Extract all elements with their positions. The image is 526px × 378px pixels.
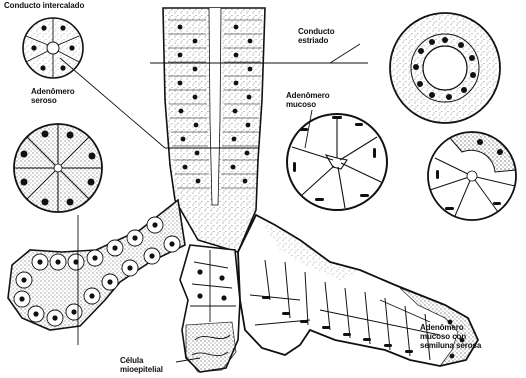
mixed-acinus-cross-section <box>428 132 516 220</box>
label-adenomero-seroso: Adenômero seroso <box>31 87 75 105</box>
intercalated-duct-cross-section <box>23 18 83 78</box>
mucous-acinus-cross-section <box>287 114 387 210</box>
left-branch-serous <box>8 200 185 345</box>
label-line: mioepitelial <box>120 365 163 374</box>
label-conducto-estriado: Conducto estriado <box>298 27 335 45</box>
label-line: Adenômero <box>286 91 330 100</box>
label-adenomero-mucoso: Adenômero mucoso <box>286 91 330 109</box>
label-line: estriado <box>298 36 335 45</box>
serous-acinus-cross-section <box>14 124 102 212</box>
label-celula-mioepitelial: Célula mioepitelial <box>120 356 163 374</box>
label-line: Conducto <box>298 27 335 36</box>
label-line: semiluna serosa <box>420 341 481 350</box>
label-line: Célula <box>120 356 163 365</box>
label-conducto-intercalado: Conducto intercalado <box>4 1 84 10</box>
striated-duct-cross-section <box>390 13 500 123</box>
label-line: Adenômero <box>31 87 75 96</box>
label-adenomero-semiluna: Adenômero mucoso con semiluna serosa <box>420 323 481 350</box>
label-line: Adenômero <box>420 323 481 332</box>
label-line: Conducto intercalado <box>4 1 84 10</box>
label-line: seroso <box>31 96 75 105</box>
label-line: mucoso con <box>420 332 481 341</box>
label-line: mucoso <box>286 100 330 109</box>
bottom-center-acinus <box>176 245 240 372</box>
